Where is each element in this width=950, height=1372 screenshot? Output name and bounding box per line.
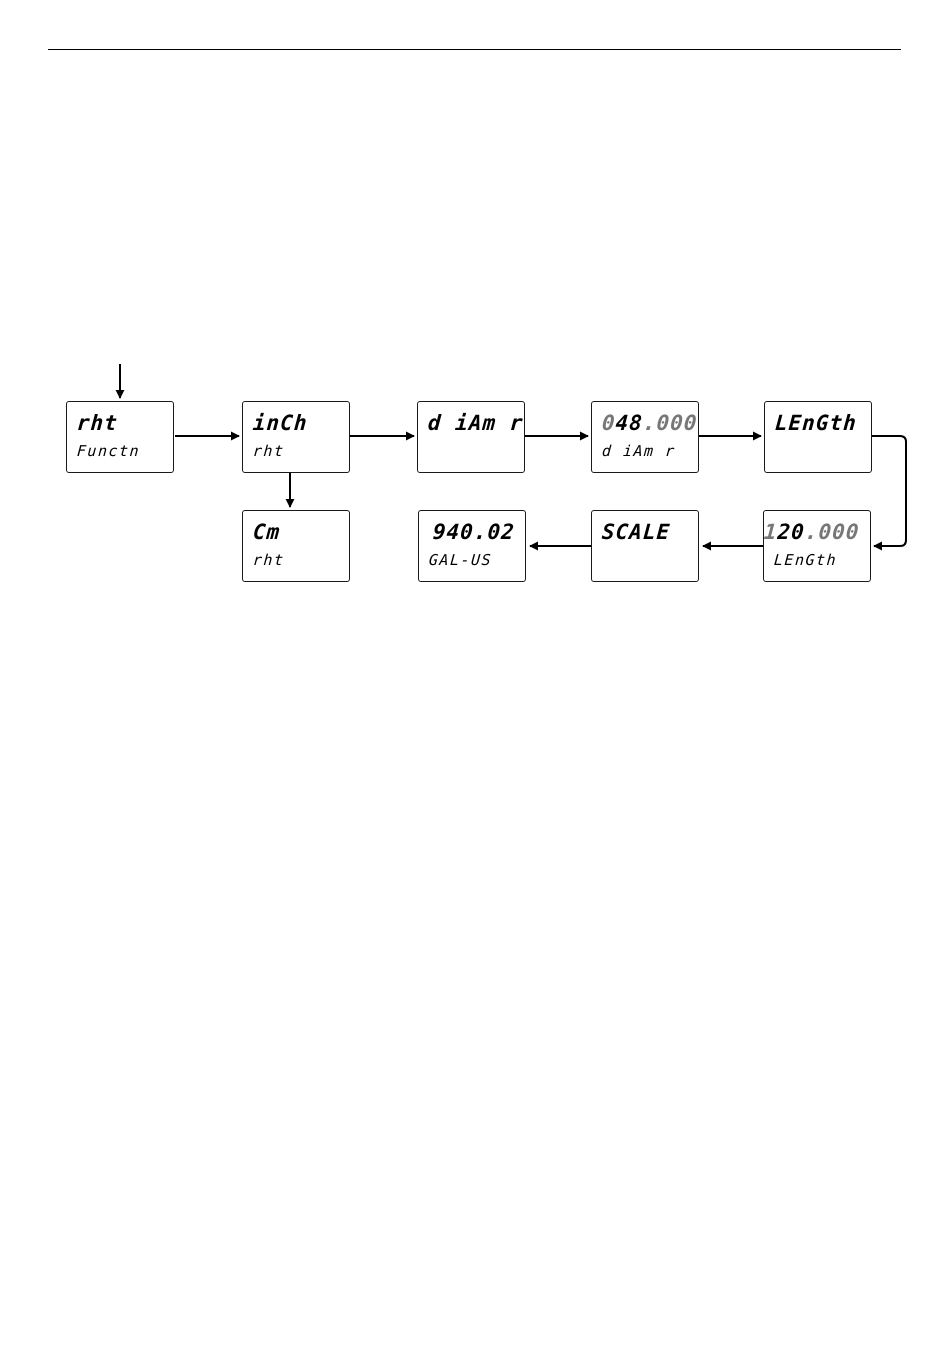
arrow-length-to-length-value xyxy=(872,436,906,546)
